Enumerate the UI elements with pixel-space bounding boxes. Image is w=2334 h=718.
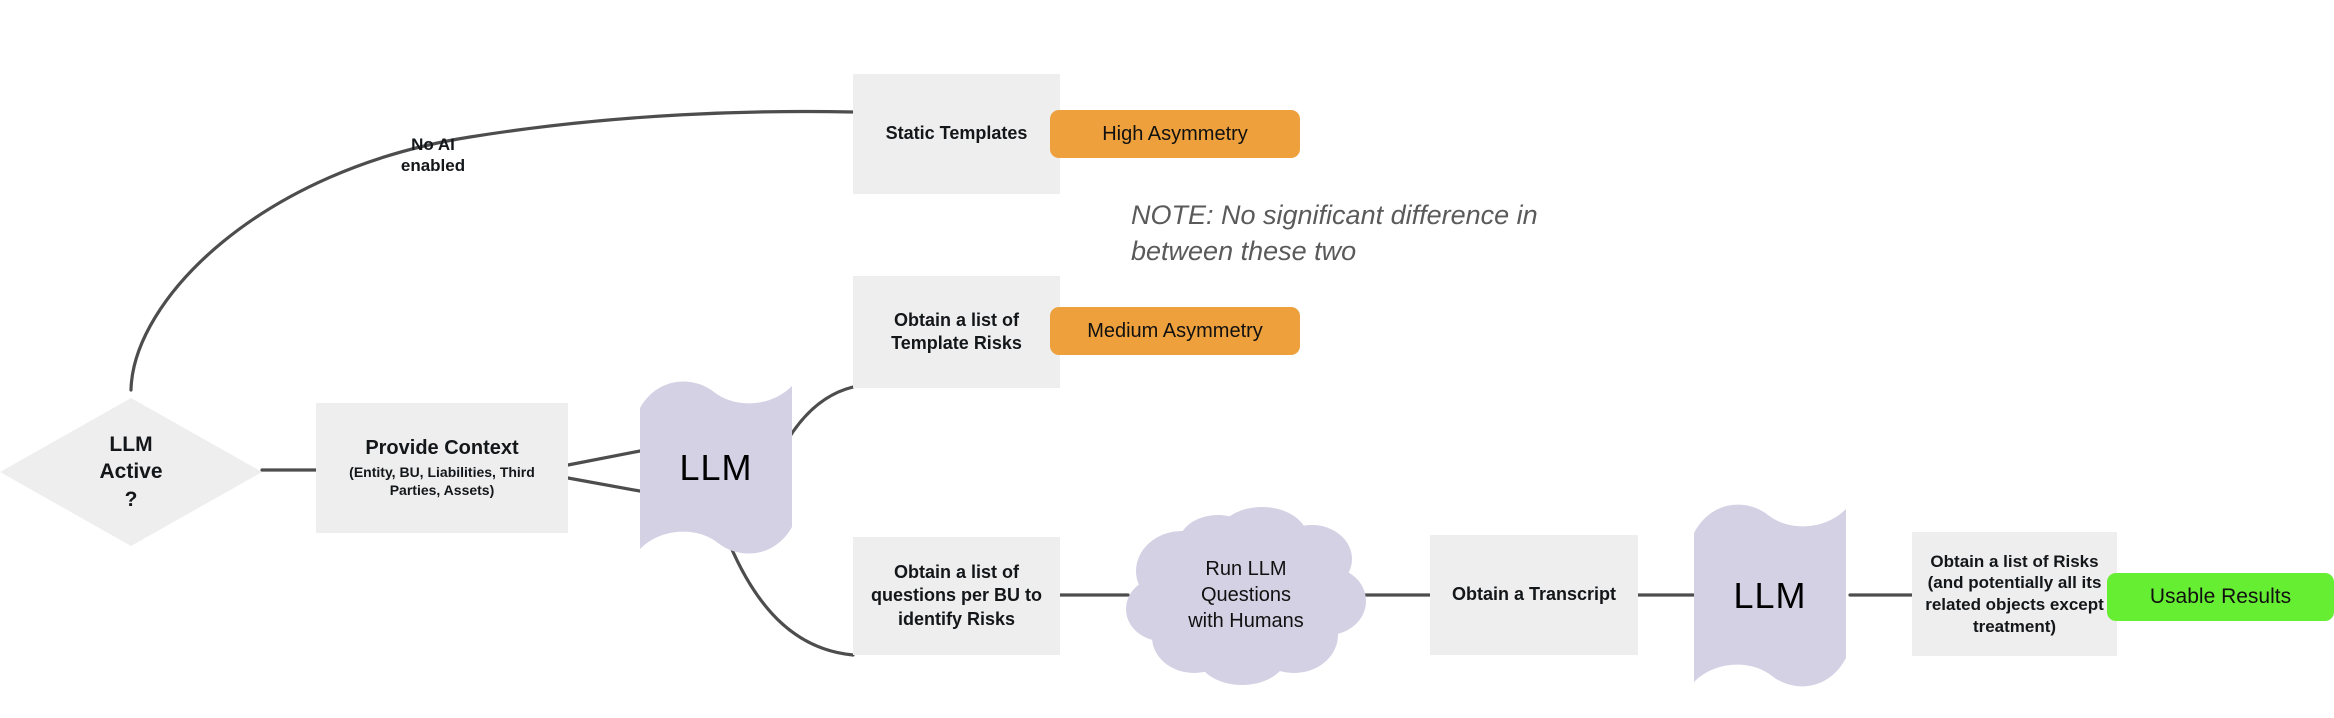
run-llm-questions-label: Run LLM Questions with Humans — [1122, 505, 1370, 685]
wave-shape-2 — [1694, 504, 1846, 687]
wave-shape — [640, 381, 792, 554]
node-template-risks[interactable]: Obtain a list of Template Risks — [853, 276, 1060, 388]
decision-line-1: LLM — [109, 433, 153, 457]
decision-line-2: Active — [99, 460, 163, 484]
badge-medium-asymmetry[interactable]: Medium Asymmetry — [1050, 307, 1300, 355]
badge-usable-results[interactable]: Usable Results — [2107, 573, 2334, 621]
annotation-note: NOTE: No significant difference in betwe… — [1131, 200, 1538, 266]
node-obtain-risks[interactable]: Obtain a list of Risks (and potentially … — [1912, 532, 2117, 656]
badge-high-asymmetry-label: High Asymmetry — [1102, 122, 1248, 145]
badge-medium-asymmetry-label: Medium Asymmetry — [1087, 319, 1263, 342]
badge-usable-results-label: Usable Results — [2149, 585, 2292, 608]
static-templates-label: Static Templates — [885, 123, 1028, 144]
decision-label: LLM Active ? — [0, 398, 262, 546]
node-provide-context[interactable]: Provide Context (Entity, BU, Liabilities… — [316, 403, 568, 533]
provide-context-title: Provide Context — [365, 437, 519, 460]
llm-second-text: LLM — [1733, 574, 1807, 616]
badge-high-asymmetry[interactable]: High Asymmetry — [1050, 110, 1300, 158]
template-risks-label: Obtain a list of Template Risks — [891, 309, 1022, 353]
node-static-templates[interactable]: Static Templates — [853, 74, 1060, 194]
questions-per-bu-label: Obtain a list of questions per BU to ide… — [870, 562, 1042, 629]
node-run-llm-questions[interactable]: Run LLM Questions with Humans — [1122, 505, 1370, 685]
obtain-transcript-label: Obtain a Transcript — [1451, 584, 1617, 605]
provide-context-subtitle: (Entity, BU, Liabilities, Third Parties,… — [349, 463, 535, 498]
edge-llm-to-questions-per-bu — [728, 543, 855, 657]
edge-provide-context-to-llm-lower — [566, 476, 647, 494]
edge-provide-context-to-llm-upper — [566, 448, 647, 467]
cloud-shape — [1126, 507, 1366, 685]
decision-line-3: ? — [124, 487, 138, 511]
edge-label-no-ai-enabled: No AI enabled — [400, 135, 466, 175]
llm-second-label: LLM — [1690, 503, 1850, 688]
decision-llm-active[interactable]: LLM Active ? — [0, 398, 262, 546]
node-llm-first[interactable]: LLM — [636, 380, 796, 555]
node-questions-per-bu[interactable]: Obtain a list of questions per BU to ide… — [853, 537, 1060, 655]
node-obtain-transcript[interactable]: Obtain a Transcript — [1430, 535, 1638, 655]
cloud-text: Run LLM Questions with Humans — [1188, 558, 1304, 632]
llm-first-text: LLM — [679, 446, 753, 488]
llm-first-label: LLM — [636, 380, 796, 555]
obtain-risks-label: Obtain a list of Risks (and potentially … — [1925, 551, 2104, 636]
node-llm-second[interactable]: LLM — [1690, 503, 1850, 688]
